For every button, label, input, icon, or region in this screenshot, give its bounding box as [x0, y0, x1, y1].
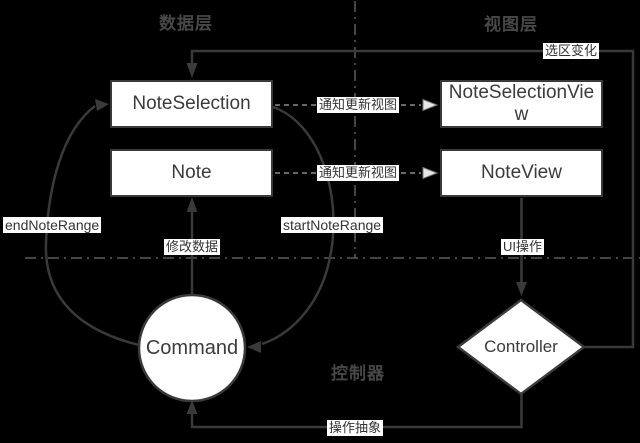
node-note-selection-view-label: NoteSelectionView [448, 82, 595, 125]
node-note-view: NoteView [440, 149, 603, 197]
node-note-view-label: NoteView [481, 162, 562, 183]
edge-label-selection-change: 选区变化 [543, 43, 600, 59]
node-note-selection-view: NoteSelectionView [440, 80, 603, 128]
arrowhead-ui-action [516, 282, 527, 296]
edge-label-start-note-range: startNoteRange [281, 217, 384, 233]
controller-diamond-shape [455, 298, 587, 396]
node-note-selection-label: NoteSelection [132, 93, 251, 114]
arrowhead-notify-selection [422, 98, 439, 112]
arrowhead-modify-data [186, 197, 198, 212]
arrowhead-end-note-range [95, 99, 109, 111]
edge-start-note-range [261, 105, 335, 346]
layer-label-data: 数据层 [159, 14, 213, 33]
node-command-label: Command [145, 336, 239, 359]
command-circle-shape [137, 293, 247, 403]
node-note-label: Note [171, 162, 212, 183]
edge-label-end-note-range: endNoteRange [3, 217, 102, 233]
node-note-selection: NoteSelection [110, 80, 273, 128]
edge-end-note-range [44, 105, 140, 347]
layer-label-controller: 控制器 [331, 364, 385, 383]
edge-label-ui-action: UI操作 [501, 239, 545, 255]
arrowhead-selection-change [186, 63, 198, 78]
arrowhead-notify-note [422, 166, 439, 180]
edge-selection-change [190, 49, 635, 349]
edge-label-action-abstract: 操作抽象 [327, 420, 384, 436]
arrowhead-start-note-range [247, 341, 261, 353]
layer-label-view: 视图层 [484, 15, 538, 34]
edge-label-notify-note: 通知更新视图 [317, 165, 400, 181]
edge-label-notify-selection: 通知更新视图 [317, 97, 400, 113]
node-controller-label: Controller [484, 337, 558, 356]
edge-label-modify-data: 修改数据 [164, 239, 221, 255]
arrowhead-action-abstract [186, 400, 198, 414]
node-note: Note [110, 149, 273, 197]
